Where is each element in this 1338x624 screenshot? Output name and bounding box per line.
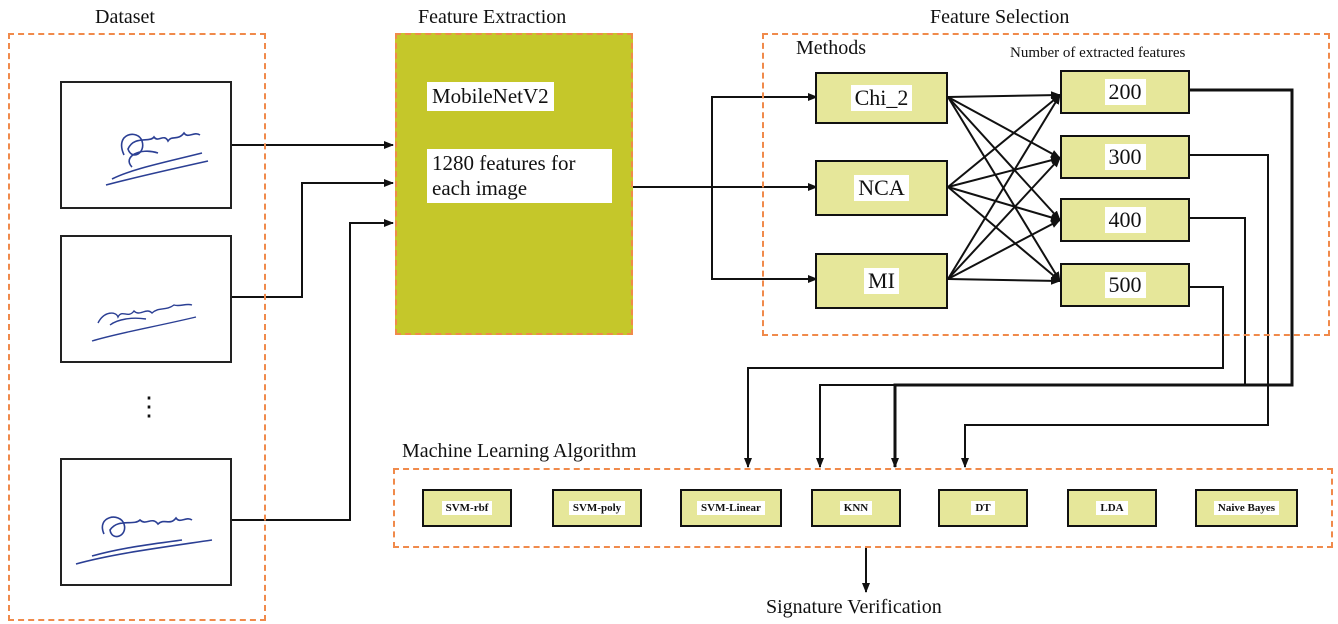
edge-mi-300: [947, 157, 1061, 280]
signature-image: [60, 235, 232, 363]
mobilenetv2-block: MobileNetV2 1280 features for each image: [395, 33, 633, 335]
methods-label: Methods: [796, 37, 866, 59]
algo-svm-linear: SVM-Linear: [680, 489, 782, 527]
count-200: 200: [1060, 70, 1190, 114]
ml-title: Machine Learning Algorithm: [402, 440, 637, 462]
edge-nca-400: [947, 186, 1061, 222]
output-label: Signature Verification: [766, 596, 942, 618]
arrow-sig2-to-extraction: [232, 179, 394, 298]
dataset-title: Dataset: [95, 6, 155, 28]
edge-mi-400: [947, 219, 1061, 280]
edge-chi2-500: [947, 96, 1061, 282]
edge-nca-500: [947, 186, 1061, 282]
arrow-200-to-knn: [891, 88, 1294, 468]
edge-nca-200: [947, 94, 1061, 188]
edge-mi-200: [947, 94, 1061, 280]
feature-selection-title: Feature Selection: [930, 6, 1070, 28]
method-mi: MI: [815, 253, 948, 309]
count-500: 500: [1060, 263, 1190, 307]
extracted-features-label: Number of extracted features: [1010, 45, 1186, 61]
edge-chi2-200: [947, 91, 1061, 100]
count-400: 400: [1060, 198, 1190, 242]
algo-lda: LDA: [1067, 489, 1157, 527]
algo-dt: DT: [938, 489, 1028, 527]
arrow-400-to-knn: [816, 217, 1246, 468]
more-images-ellipsis: ⋮: [136, 392, 162, 421]
dataset-panel: [8, 33, 266, 621]
signature-image: [60, 81, 232, 209]
algo-knn: KNN: [811, 489, 901, 527]
edge-chi2-300: [947, 96, 1061, 159]
model-name: MobileNetV2: [427, 82, 554, 111]
feature-count-description: 1280 features for each image: [427, 149, 612, 203]
arrow-500-to-svmlinear: [744, 286, 1224, 468]
count-300: 300: [1060, 135, 1190, 179]
arrow-sig3-to-extraction: [232, 219, 394, 521]
edge-nca-300: [947, 156, 1061, 188]
arrow-300-to-dt: [961, 154, 1269, 468]
signature-image: [60, 458, 232, 586]
algo-svm-rbf: SVM-rbf: [422, 489, 512, 527]
ml-panel: [393, 468, 1333, 548]
arrow-split-to-mi: [711, 187, 818, 283]
arrow-split-to-chi2: [711, 93, 818, 187]
method-chi2: Chi_2: [815, 72, 948, 124]
method-nca: NCA: [815, 160, 948, 216]
edge-chi2-400: [947, 96, 1061, 221]
algo-naive-bayes: Naive Bayes: [1195, 489, 1298, 527]
algo-svm-poly: SVM-poly: [552, 489, 642, 527]
feature-selection-panel: [762, 33, 1330, 336]
edge-mi-500: [947, 276, 1061, 285]
feature-extraction-title: Feature Extraction: [418, 6, 567, 28]
